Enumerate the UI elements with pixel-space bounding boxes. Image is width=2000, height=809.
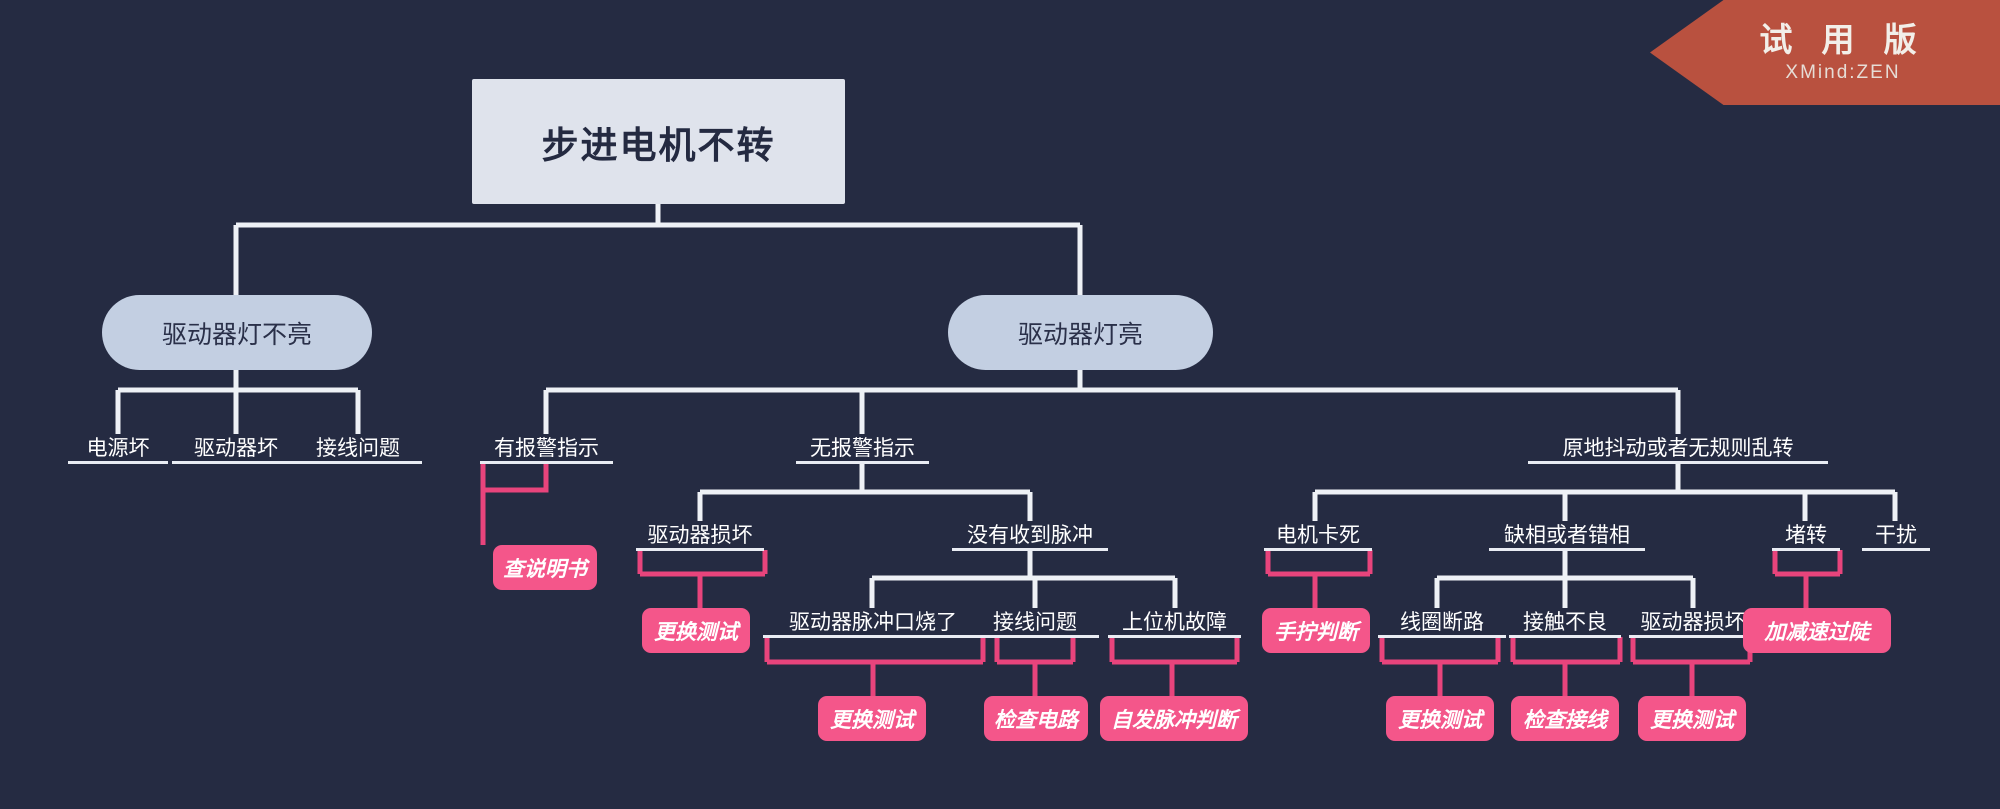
action-node-check-circuit[interactable]: 检查电路 [984,696,1088,741]
topic-node-wiring-issue-left[interactable]: 接线问题 [294,434,422,464]
topic-node-has-alarm[interactable]: 有报警指示 [480,434,613,464]
trial-banner-subtitle: XMind:ZEN [1785,62,1901,84]
action-node-check-wiring[interactable]: 检查接线 [1511,696,1619,741]
trial-banner-title: 试 用 版 [1759,21,1927,58]
topic-node-stall[interactable]: 堵转 [1772,521,1840,551]
topic-node-driver-damaged-right[interactable]: 驱动器损坏 [1629,608,1757,638]
action-node-replace-test-1[interactable]: 更换测试 [642,608,750,653]
action-node-self-pulse-judge[interactable]: 自发脉冲判断 [1100,696,1248,741]
branch-node-driver-light-off[interactable]: 驱动器灯不亮 [102,295,372,370]
topic-node-shaking-or-irregular[interactable]: 原地抖动或者无规则乱转 [1528,434,1828,464]
topic-node-power-bad[interactable]: 电源坏 [68,434,168,464]
topic-node-coil-open-circuit[interactable]: 线圈断路 [1378,608,1506,638]
root-node[interactable]: 步进电机不转 [472,79,845,204]
topic-node-wiring-issue-right[interactable]: 接线问题 [971,608,1099,638]
topic-node-driver-damaged-left[interactable]: 驱动器损坏 [636,521,764,551]
action-node-replace-test-3[interactable]: 更换测试 [1386,696,1494,741]
branch-node-driver-light-on[interactable]: 驱动器灯亮 [948,295,1213,370]
topic-node-driver-bad[interactable]: 驱动器坏 [172,434,300,464]
topic-node-host-computer-fault[interactable]: 上位机故障 [1108,608,1241,638]
topic-node-poor-contact[interactable]: 接触不良 [1509,608,1621,638]
topic-node-driver-pulse-port-burned[interactable]: 驱动器脉冲口烧了 [763,608,983,638]
topic-node-no-alarm[interactable]: 无报警指示 [796,434,929,464]
action-node-check-manual[interactable]: 查说明书 [493,545,597,590]
topic-node-interference[interactable]: 干扰 [1862,521,1930,551]
trial-version-banner: 试 用 版 XMind:ZEN [1650,0,2000,105]
action-node-accel-decel-too-steep[interactable]: 加减速过陡 [1743,608,1891,653]
action-node-replace-test-4[interactable]: 更换测试 [1638,696,1746,741]
action-node-hand-turn-judge[interactable]: 手拧判断 [1262,608,1370,653]
topic-node-no-pulse-received[interactable]: 没有收到脉冲 [952,521,1108,551]
topic-node-motor-stuck[interactable]: 电机卡死 [1264,521,1372,551]
topic-node-phase-loss-or-wrong[interactable]: 缺相或者错相 [1489,521,1645,551]
action-node-replace-test-2[interactable]: 更换测试 [818,696,926,741]
